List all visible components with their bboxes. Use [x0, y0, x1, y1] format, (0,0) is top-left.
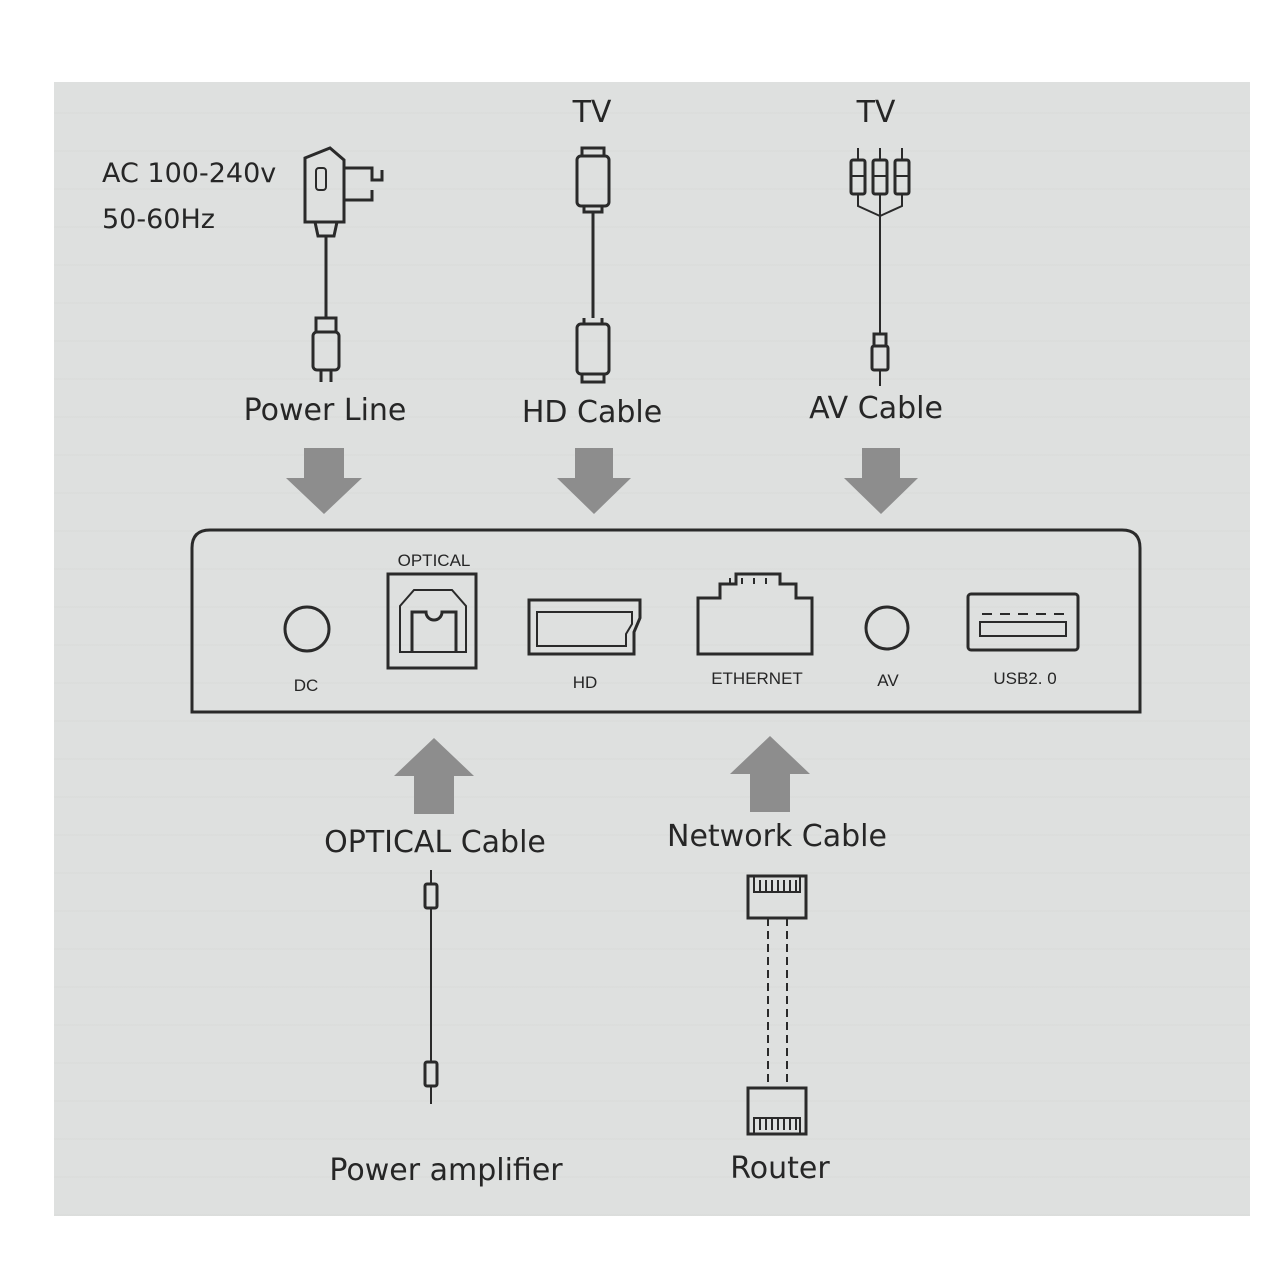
- power-frequency-label: 50-60Hz: [102, 204, 215, 235]
- ethernet-port-icon: [696, 572, 814, 656]
- hd-port-icon: [527, 598, 642, 656]
- hdmi-arrow-icon: [557, 448, 631, 514]
- optical-cable-group: OPTICAL Cable Power amplifier: [324, 738, 563, 1188]
- av-cable-label: AV Cable: [809, 391, 943, 426]
- dc-port-icon: [283, 605, 331, 653]
- optical-port-label: OPTICAL: [398, 551, 471, 570]
- hdmi-cable-group: TV HD Cable: [522, 95, 662, 514]
- ethernet-port-label: ETHERNET: [711, 669, 803, 688]
- network-arrow-icon: [730, 736, 810, 812]
- av-port-label: AV: [877, 671, 899, 690]
- optical-arrow-icon: [394, 738, 474, 814]
- power-plug-icon: [303, 146, 384, 382]
- dc-port-label: DC: [294, 676, 319, 695]
- power-voltage-label: AC 100-240v: [102, 158, 276, 189]
- optical-cable-label: OPTICAL Cable: [324, 825, 546, 860]
- av-cable-group: TV AV Cable: [809, 95, 943, 514]
- power-line-group: AC 100-240v 50-60Hz Power Line: [102, 146, 407, 514]
- network-cable-label: Network Cable: [667, 819, 887, 854]
- av-port-icon: [864, 605, 910, 651]
- hdmi-tv-label: TV: [572, 95, 612, 130]
- hd-port-label: HD: [573, 673, 598, 692]
- usb-port-icon: [966, 592, 1080, 652]
- device-back-panel: DC OPTICAL HD ETHERNET AV USB2. 0: [190, 528, 1142, 714]
- power-arrow-icon: [286, 448, 362, 514]
- av-tv-label: TV: [856, 95, 896, 130]
- optical-port-icon: [386, 572, 478, 670]
- power-amplifier-label: Power amplifier: [329, 1153, 563, 1188]
- power-line-label: Power Line: [244, 393, 407, 428]
- hdmi-cable-label: HD Cable: [522, 395, 662, 430]
- av-rca-plugs-icon: [849, 148, 911, 386]
- hdmi-cable-icon: [575, 146, 611, 384]
- network-cable-icon: [746, 874, 808, 1136]
- av-arrow-icon: [844, 448, 918, 514]
- usb-port-label: USB2. 0: [993, 669, 1056, 688]
- network-cable-group: Network Cable Router: [667, 736, 887, 1186]
- optical-cable-icon: [423, 870, 439, 1104]
- router-label: Router: [730, 1151, 830, 1186]
